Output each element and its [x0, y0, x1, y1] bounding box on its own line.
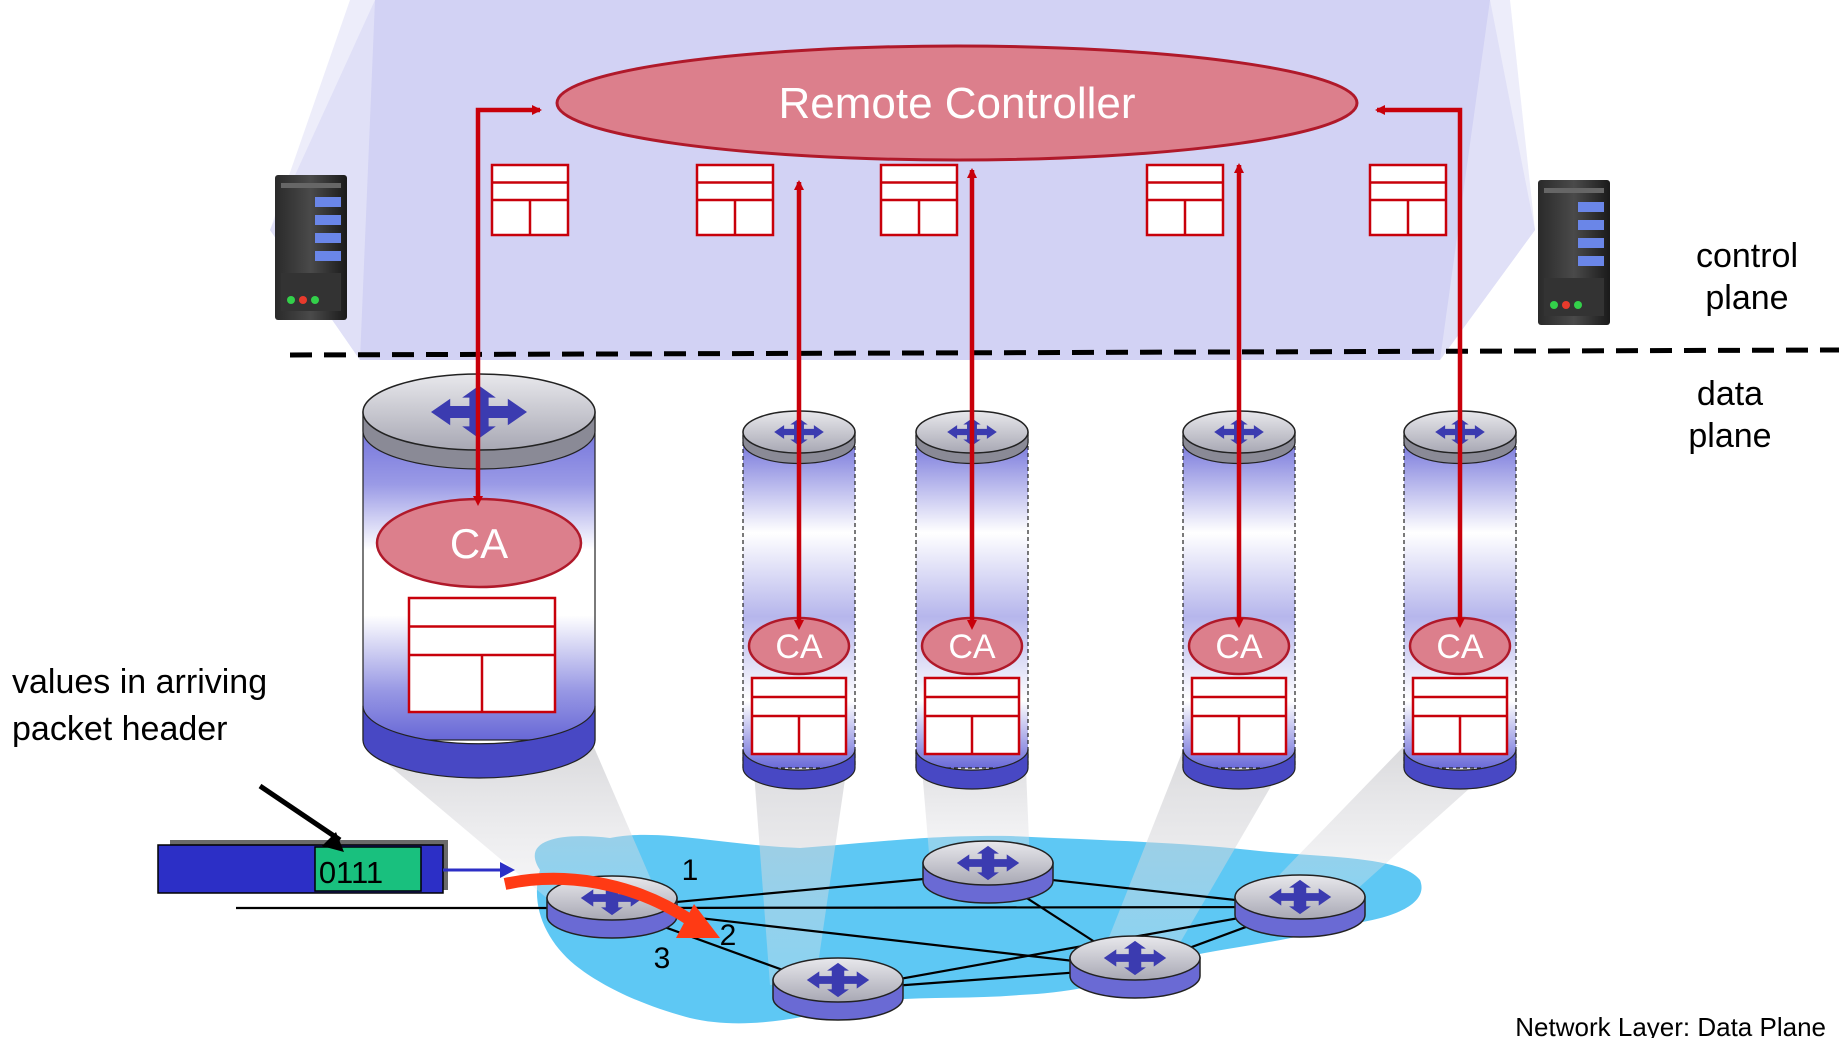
router-icon: [546, 875, 678, 939]
flow-table-icon: [1190, 676, 1288, 756]
port-label-3: 3: [654, 942, 671, 975]
remote-controller: [555, 44, 1359, 162]
switch-cross-icon: [580, 880, 644, 916]
packet-header-value: 0111: [319, 855, 383, 890]
control-agent: CA: [375, 497, 583, 589]
caption-pointer: [258, 783, 342, 843]
control-agent: CA: [747, 616, 851, 676]
switch-cross-icon: [956, 845, 1020, 881]
packet-header-field: [314, 846, 422, 892]
control-agent-label: CA: [1215, 628, 1263, 666]
packet-caption-line-2: packet header: [12, 710, 228, 748]
flow-table-icon: [750, 676, 848, 756]
switch-cross-icon: [1268, 879, 1332, 915]
flow-table-icon: [923, 676, 1021, 756]
control-agent-label: CA: [1436, 628, 1484, 666]
control-agent-label: CA: [775, 628, 823, 666]
port-label-1: 1: [682, 854, 699, 887]
data-plane-label-2: plane: [1688, 417, 1771, 455]
flow-table-icon: [695, 163, 775, 237]
flow-table-icon: [879, 163, 959, 237]
control-agent-label: CA: [450, 520, 508, 567]
flow-table-icon: [1368, 163, 1448, 237]
control-agent: CA: [1187, 616, 1291, 676]
control-agent-label: CA: [948, 628, 996, 666]
footer-text: Network Layer: Data Plane: [1515, 1012, 1826, 1038]
flow-table-icon: [490, 163, 570, 237]
data-plane-label-1: data: [1697, 375, 1763, 413]
port-label-2: 2: [720, 919, 737, 952]
router-icon: [1234, 874, 1366, 938]
router-icon: [922, 840, 1054, 904]
flow-table-icon: [1411, 676, 1509, 756]
router-icon: [772, 957, 904, 1021]
server-icon: [275, 175, 347, 320]
switch-cross-icon: [806, 962, 870, 998]
plane-divider: [289, 347, 1839, 358]
server-icon: [1538, 180, 1610, 325]
remote-controller-label: Remote Controller: [778, 79, 1135, 128]
control-plane-label-1: control: [1696, 237, 1798, 275]
packet-flow-arrow: [503, 872, 694, 925]
control-agent: CA: [1408, 616, 1512, 676]
flow-table-icon: [407, 596, 557, 714]
control-plane-label-2: plane: [1705, 279, 1788, 317]
control-channels: [473, 105, 1465, 630]
control-agent: CA: [920, 616, 1024, 676]
packet-caption-line-1: values in arriving: [12, 663, 267, 701]
arriving-packet: 0111: [157, 840, 515, 894]
router-icon: [1069, 935, 1201, 999]
flow-table-icon: [1145, 163, 1225, 237]
switch-cross-icon: [1103, 940, 1167, 976]
